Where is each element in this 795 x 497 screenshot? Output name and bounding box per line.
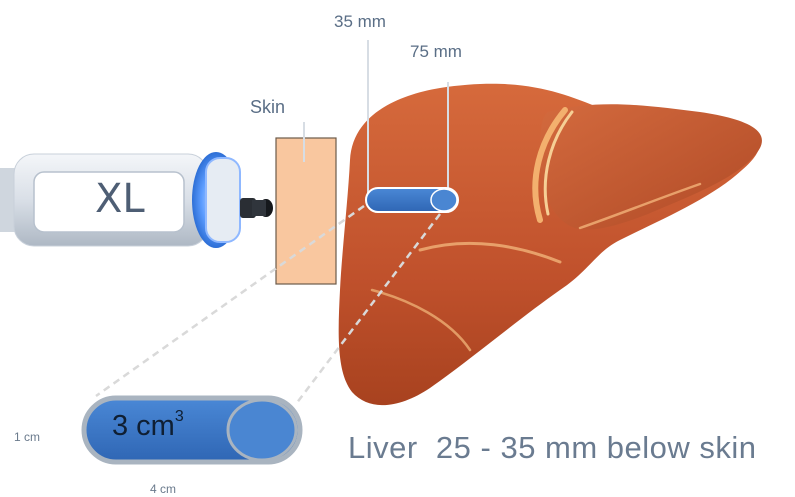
volume-exponent: 3 [175, 408, 184, 425]
scale-length-label: 4 cm [150, 482, 176, 496]
liver [339, 84, 762, 405]
liver-left-lobe [540, 104, 762, 229]
probe-label: XL [95, 176, 145, 222]
depth-75-label: 75 mm [410, 42, 462, 62]
volume-value: 3 cm [112, 410, 175, 442]
caption: Liver 25 - 35 mm below skin [348, 430, 757, 466]
target-capsule-small-end [431, 189, 457, 211]
target-capsule-small [366, 188, 458, 212]
target-capsule-large-end [228, 400, 296, 460]
volume-label: 3 cm3 [112, 410, 184, 443]
scale-height-label: 1 cm [14, 430, 40, 444]
depth-35-label: 35 mm [334, 12, 386, 32]
skin-label: Skin [250, 97, 285, 118]
probe-tip-shaft [252, 200, 266, 216]
probe-cap [206, 158, 240, 242]
